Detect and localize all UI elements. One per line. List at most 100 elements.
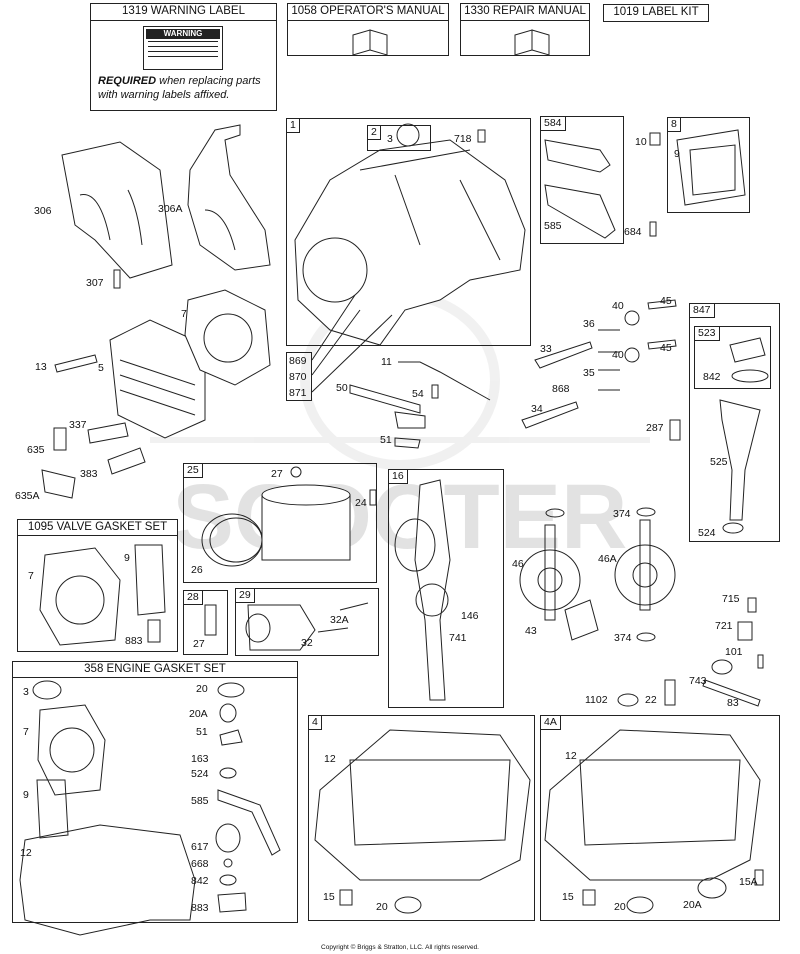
valve-gasket-9 xyxy=(134,544,166,616)
group-tag-28: 28 xyxy=(183,590,203,605)
engine-set-callout-163: 163 xyxy=(191,753,209,765)
callout-741: 741 xyxy=(449,632,467,644)
callout-721: 721 xyxy=(715,620,733,632)
oil-sump-4a xyxy=(544,729,761,881)
gasket-585 xyxy=(544,184,616,239)
callout-525: 525 xyxy=(710,456,728,468)
callout-27: 27 xyxy=(271,468,283,480)
callout-46a: 46A xyxy=(598,553,617,565)
group-tag-4: 4 xyxy=(308,715,322,730)
callout-13: 13 xyxy=(35,361,47,373)
callout-7: 7 xyxy=(181,308,187,320)
callout-868: 868 xyxy=(552,383,570,395)
callout-43: 43 xyxy=(525,625,537,637)
group-tag-25: 25 xyxy=(183,463,203,478)
engine-set-callout-7: 7 xyxy=(23,726,29,738)
sump-4a-callout-12: 12 xyxy=(565,750,577,762)
group-box-16 xyxy=(388,469,504,708)
group-box-4a xyxy=(540,715,780,921)
engine-set-callout-585: 585 xyxy=(191,795,209,807)
screw-307 xyxy=(113,269,121,289)
valve-33 xyxy=(534,341,593,369)
engine-set-callout-524: 524 xyxy=(191,768,209,780)
callout-50: 50 xyxy=(336,382,348,394)
dipstick-11 xyxy=(398,361,491,401)
callout-10: 10 xyxy=(635,136,647,148)
callout-869: 869 xyxy=(289,355,307,367)
callout-45a: 45 xyxy=(660,295,672,307)
callout-34: 34 xyxy=(531,403,543,415)
bolt-13 xyxy=(54,354,98,373)
engine-gasket-set-title: 358 ENGINE GASKET SET xyxy=(12,661,298,678)
cam-gear-46 xyxy=(519,549,581,611)
group-box-25 xyxy=(183,463,377,583)
sump-4a-callout-15: 15 xyxy=(562,891,574,903)
group-tag-2: 2 xyxy=(367,125,381,140)
engine-gasket-12 xyxy=(19,824,196,936)
group-box-29 xyxy=(235,588,379,656)
warning-label-title: 1319 WARNING LABEL xyxy=(90,3,277,21)
warning-decal-icon: WARNING xyxy=(143,26,223,70)
callout-101: 101 xyxy=(725,646,743,658)
callout-54: 54 xyxy=(412,388,424,400)
callout-146: 146 xyxy=(461,610,479,622)
callout-1102: 1102 xyxy=(585,694,608,706)
group-box-8 xyxy=(667,117,750,213)
group-box-4 xyxy=(308,715,535,921)
callout-51: 51 xyxy=(380,434,392,446)
engine-set-callout-668: 668 xyxy=(191,858,209,870)
callout-32a: 32A xyxy=(330,614,349,626)
callout-40b: 40 xyxy=(612,349,624,361)
part-51 xyxy=(394,411,426,429)
engine-set-callout-20: 20 xyxy=(196,683,208,695)
group-box-847 xyxy=(689,303,780,542)
sump-4a-callout-20: 20 xyxy=(614,901,626,913)
copyright: Copyright © Briggs & Stratton, LLC. All … xyxy=(321,944,479,951)
valve-gasket-7 xyxy=(39,547,121,646)
group-box-28 xyxy=(183,590,228,655)
group-tag-8: 8 xyxy=(667,117,681,132)
valve-set-callout-9: 9 xyxy=(124,552,130,564)
callout-83: 83 xyxy=(727,697,739,709)
callout-743: 743 xyxy=(689,675,707,687)
callout-585: 585 xyxy=(544,220,562,232)
cam-gear-46a xyxy=(614,544,676,606)
callout-40a: 40 xyxy=(612,300,624,312)
cylinder-head-5 xyxy=(109,319,206,439)
group-tag-4a: 4A xyxy=(540,715,561,730)
warning-text: when replacing parts with warning labels… xyxy=(98,75,261,101)
callout-32: 32 xyxy=(301,637,313,649)
repair-manual-title: 1330 REPAIR MANUAL xyxy=(460,3,590,21)
tube-50 xyxy=(349,384,421,414)
operators-manual-title: 1058 OPERATOR'S MANUAL xyxy=(287,3,449,21)
callout-374a: 374 xyxy=(613,508,631,520)
callout-24: 24 xyxy=(355,497,367,509)
callout-3: 3 xyxy=(387,133,393,145)
callout-9: 9 xyxy=(674,148,680,160)
callout-5: 5 xyxy=(98,362,104,374)
sump-4a-callout-20a: 20A xyxy=(683,899,702,911)
callout-842: 842 xyxy=(703,371,721,383)
callout-684: 684 xyxy=(624,226,642,238)
sump-callout-12: 12 xyxy=(324,753,336,765)
valve-34 xyxy=(521,401,579,429)
part-54 xyxy=(431,384,439,399)
part-635a xyxy=(41,469,76,499)
sump-4a-callout-15a: 15A xyxy=(739,876,758,888)
callout-36: 36 xyxy=(583,318,595,330)
group-box-1 xyxy=(286,118,531,346)
callout-718: 718 xyxy=(454,133,472,145)
valve-set-callout-7: 7 xyxy=(28,570,34,582)
part-635 xyxy=(53,427,67,451)
dipstick-tube-525 xyxy=(719,399,761,521)
crankcase-1 xyxy=(294,139,526,346)
callout-337: 337 xyxy=(69,419,87,431)
warning-required: REQUIRED xyxy=(98,75,157,87)
callout-524: 524 xyxy=(698,527,716,539)
group-tag-16: 16 xyxy=(388,469,408,484)
group-box-869 xyxy=(286,352,312,401)
crankshaft-16 xyxy=(414,479,451,701)
engine-gasket-set-box xyxy=(12,661,298,923)
group-tag-847: 847 xyxy=(689,303,715,318)
engine-set-callout-51: 51 xyxy=(196,726,208,738)
